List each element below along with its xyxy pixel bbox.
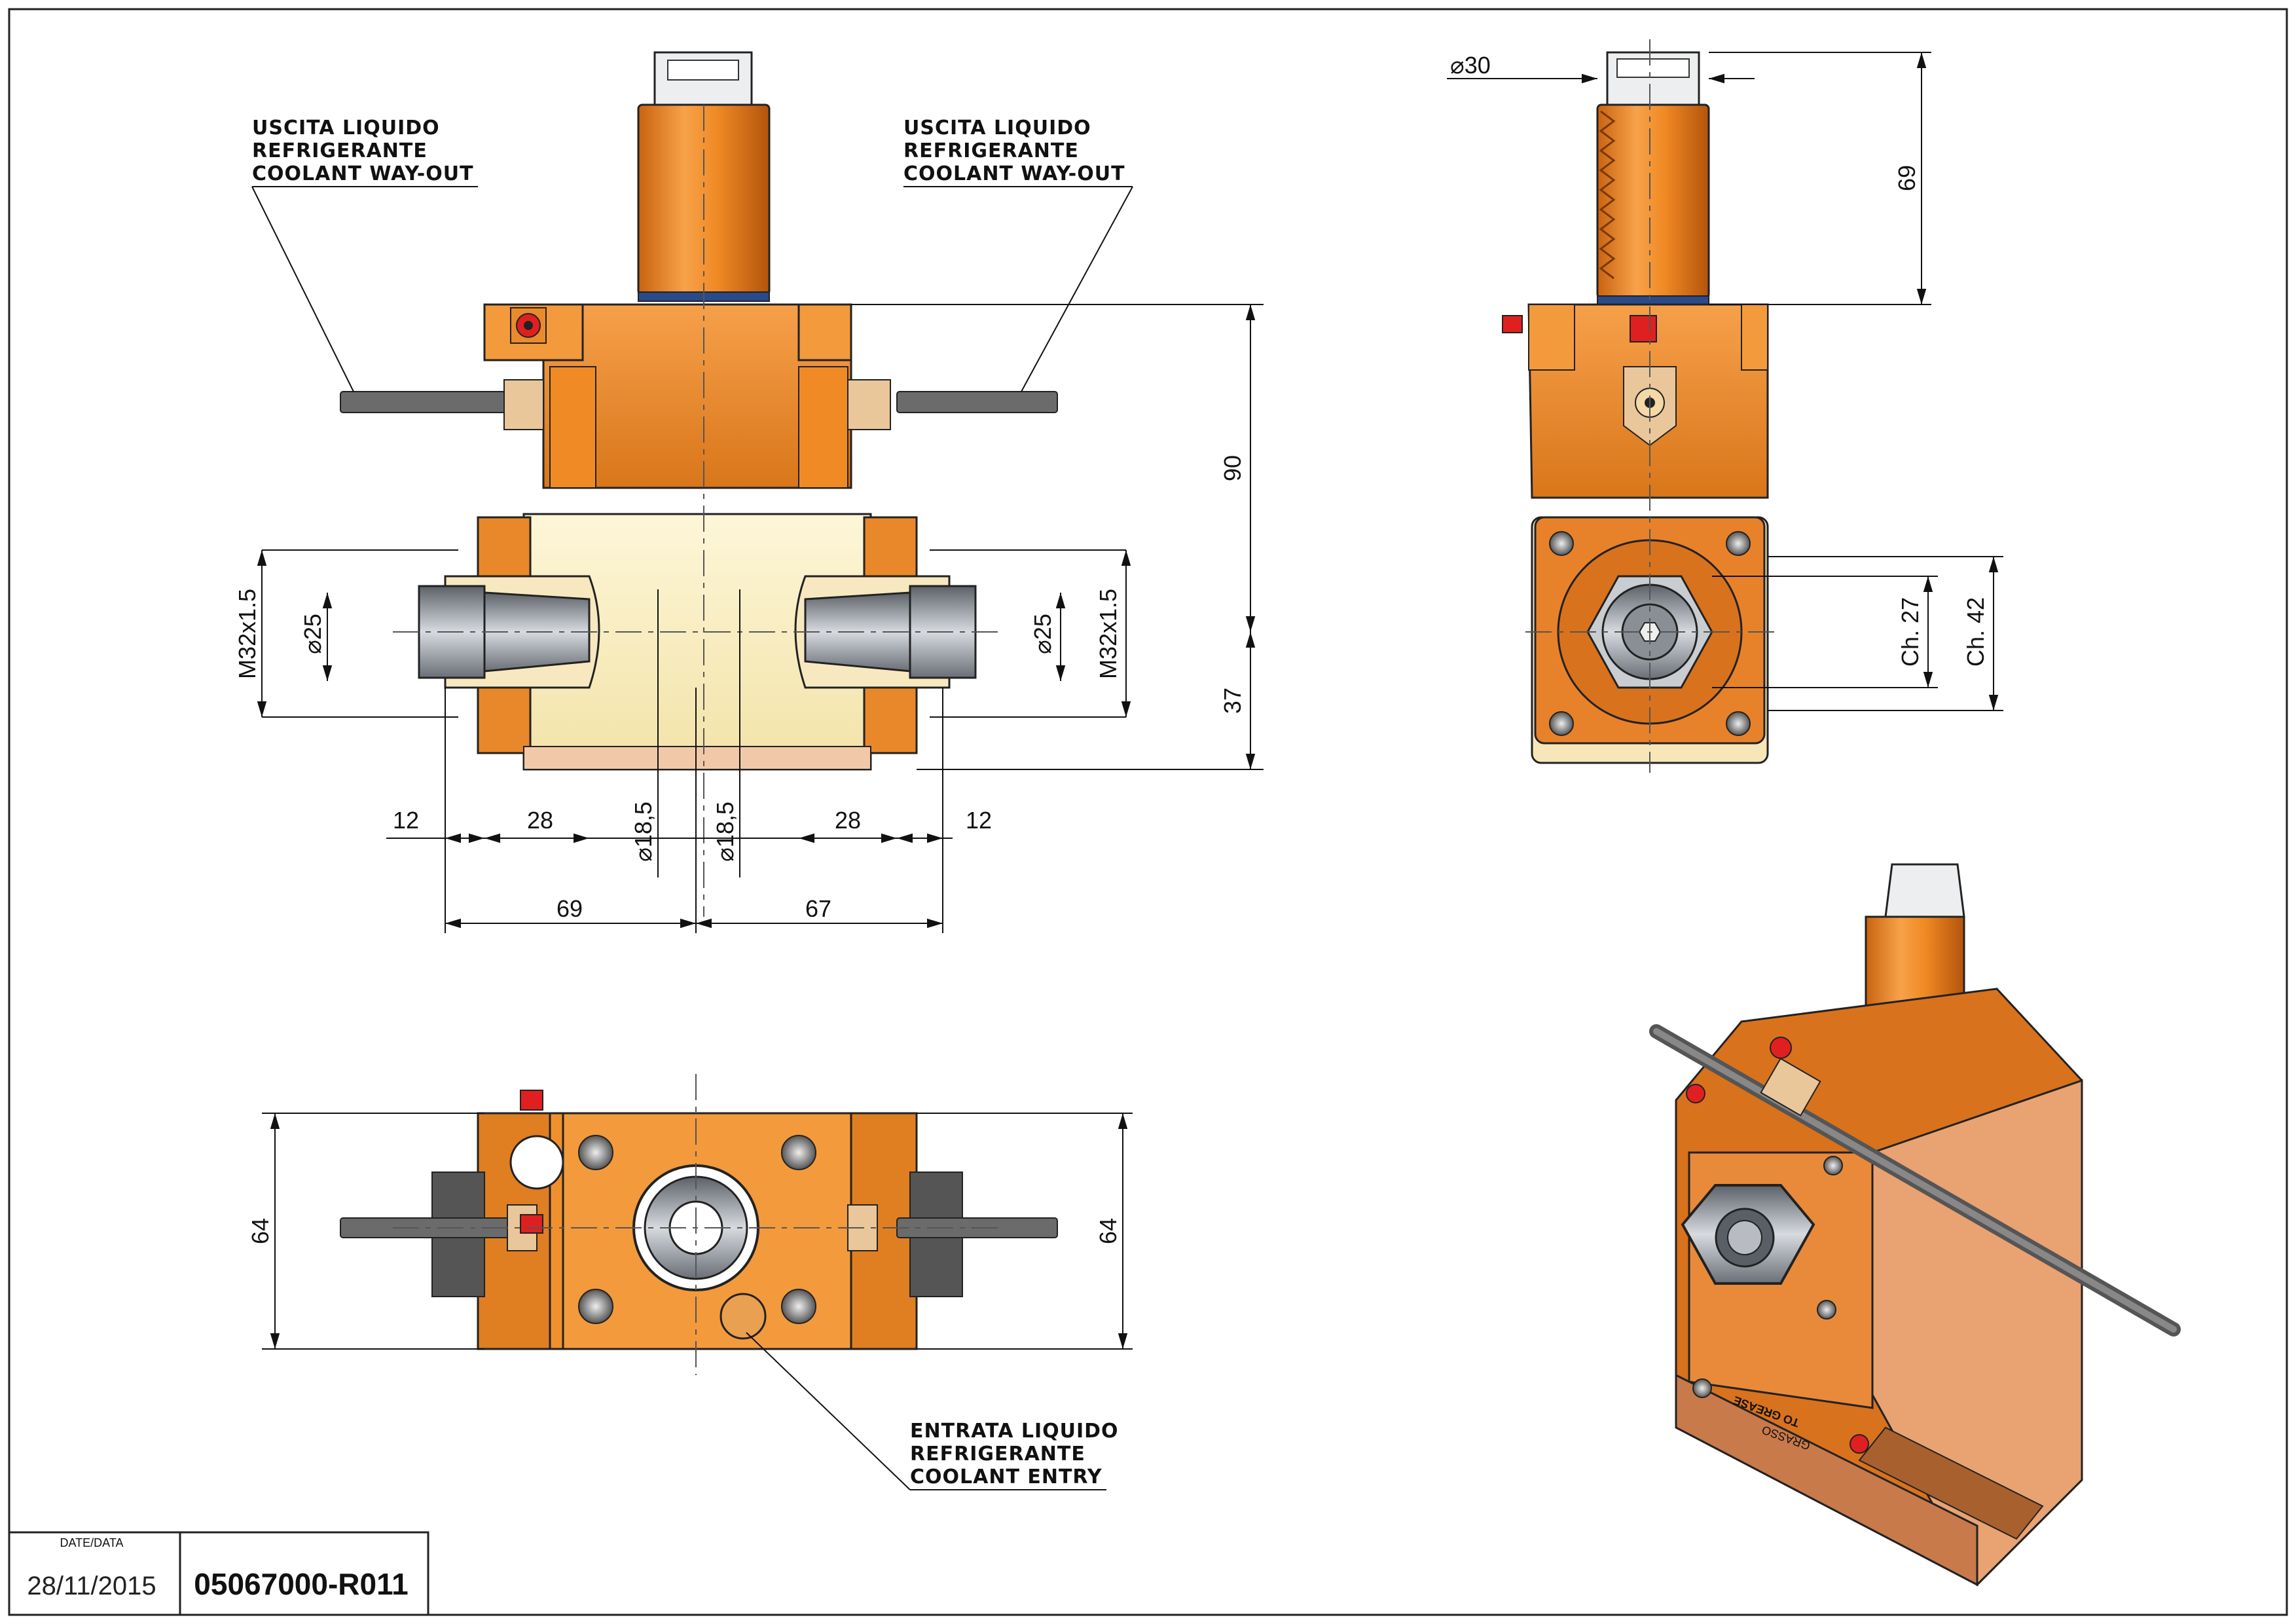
- dim-28-left: 28: [527, 807, 553, 834]
- svg-text:REFRIGERANTE: REFRIGERANTE: [252, 139, 428, 162]
- bolt-icon: [1692, 1378, 1712, 1398]
- ch-42: Ch. 42: [1962, 597, 1989, 667]
- note-coolant-out-right: USCITA LIQUIDO REFRIGERANTE COOLANT WAY-…: [903, 117, 1133, 392]
- top-dim-64-left: 64: [247, 1218, 274, 1244]
- dia-18-5-left: ⌀18,5: [630, 802, 657, 862]
- date-label: DATE/DATA: [60, 1536, 123, 1549]
- side-view-dimensions: [1447, 52, 2003, 711]
- front-view-dimension-labels: 90 37 M32x1.5 M32x1.5 ⌀25 ⌀25 ⌀18,5 ⌀18,…: [234, 455, 1246, 922]
- svg-text:USCITA LIQUIDO: USCITA LIQUIDO: [252, 117, 440, 139]
- svg-text:COOLANT WAY-OUT: COOLANT WAY-OUT: [252, 162, 474, 185]
- dim-67: 67: [805, 895, 831, 922]
- bolt-icon: [1549, 531, 1574, 556]
- drawing-date: 28/11/2015: [27, 1572, 156, 1600]
- dim-12-right: 12: [966, 807, 992, 834]
- ch-27: Ch. 27: [1897, 597, 1923, 667]
- bolt-icon: [578, 1289, 613, 1324]
- bolt-icon: [1823, 1156, 1843, 1175]
- side-dim-69: 69: [1893, 165, 1920, 191]
- isometric-view: TO GREASE GRASSO: [1649, 863, 2181, 1587]
- dia-25-left: ⌀25: [299, 614, 326, 654]
- bolt-icon: [781, 1135, 816, 1170]
- svg-text:REFRIGERANTE: REFRIGERANTE: [910, 1443, 1085, 1466]
- dia-18-5-right: ⌀18,5: [712, 802, 738, 862]
- bolt-icon: [1726, 531, 1751, 556]
- front-view-dimensions: [257, 304, 1264, 933]
- bolt-icon: [1726, 711, 1751, 736]
- top-dim-64-right: 64: [1095, 1218, 1121, 1244]
- svg-text:COOLANT WAY-OUT: COOLANT WAY-OUT: [903, 162, 1125, 185]
- side-view: [1502, 39, 1781, 773]
- thread-right: M32x1.5: [1095, 589, 1121, 679]
- svg-text:USCITA LIQUIDO: USCITA LIQUIDO: [903, 117, 1091, 139]
- bolt-icon: [781, 1289, 816, 1324]
- svg-text:REFRIGERANTE: REFRIGERANTE: [903, 139, 1079, 162]
- grease-point-icon: [1850, 1434, 1869, 1454]
- side-view-dimension-labels: ⌀30 69 Ch. 27 Ch. 42: [1450, 52, 1989, 667]
- dim-12-left: 12: [393, 807, 419, 834]
- bolt-icon: [1817, 1300, 1836, 1320]
- svg-text:COOLANT ENTRY: COOLANT ENTRY: [910, 1466, 1102, 1488]
- bolt-icon: [578, 1135, 613, 1170]
- dim-37: 37: [1219, 688, 1246, 714]
- sheet-border: [8, 8, 2288, 1616]
- top-view-dimension-labels: 64 64: [247, 1218, 1121, 1244]
- front-view: [340, 51, 1058, 917]
- dim-28-right: 28: [835, 807, 861, 834]
- thread-left: M32x1.5: [234, 589, 261, 679]
- dim-69: 69: [556, 895, 583, 922]
- title-block: DATE/DATA 28/11/2015 05067000-R011: [8, 1531, 429, 1616]
- svg-text:ENTRATA LIQUIDO: ENTRATA LIQUIDO: [910, 1420, 1119, 1443]
- note-coolant-entry: ENTRATA LIQUIDO REFRIGERANTE COOLANT ENT…: [746, 1332, 1119, 1490]
- dia-30: ⌀30: [1450, 52, 1491, 79]
- top-view: [340, 1074, 1058, 1375]
- drawing-code: 05067000-R011: [194, 1567, 408, 1601]
- dim-90: 90: [1219, 455, 1246, 481]
- top-view-dimensions: [262, 1113, 1133, 1350]
- note-coolant-out-left: USCITA LIQUIDO REFRIGERANTE COOLANT WAY-…: [251, 117, 478, 392]
- bolt-icon: [1549, 711, 1574, 736]
- dia-25-right: ⌀25: [1029, 614, 1056, 654]
